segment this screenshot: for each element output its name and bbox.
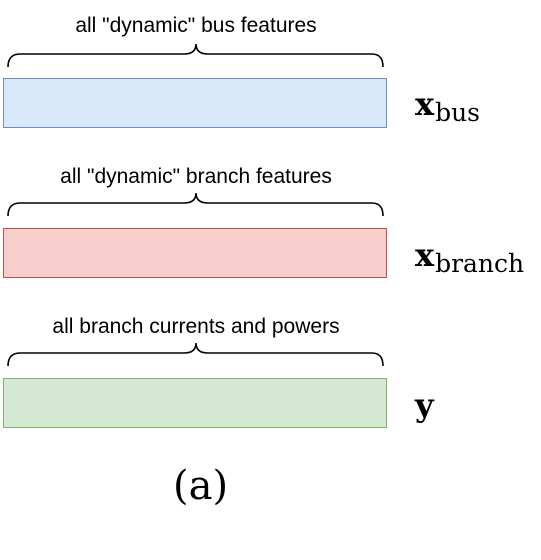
bus-features-caption: all "dynamic" bus features [75,14,317,37]
output-vector-bar [3,378,387,428]
x-branch-symbol: xbranch [415,236,524,276]
panel-label: (a) [173,463,229,509]
currents-powers-brace [7,342,384,367]
x-bus-main: x [415,85,435,123]
branch-features-brace [7,192,384,217]
x-bus-subscript: bus [435,98,481,127]
y-main: y [415,386,434,424]
currents-powers-caption: all branch currents and powers [52,315,340,338]
x-branch-subscript: branch [435,249,525,278]
x-bus-symbol: xbus [415,85,480,125]
y-symbol: y [415,389,434,421]
x-branch-main: x [415,236,435,274]
branch-features-caption: all "dynamic" branch features [60,165,332,188]
bus-features-brace [7,43,384,68]
branch-feature-vector-bar [3,228,387,278]
bus-feature-vector-bar [3,78,387,128]
